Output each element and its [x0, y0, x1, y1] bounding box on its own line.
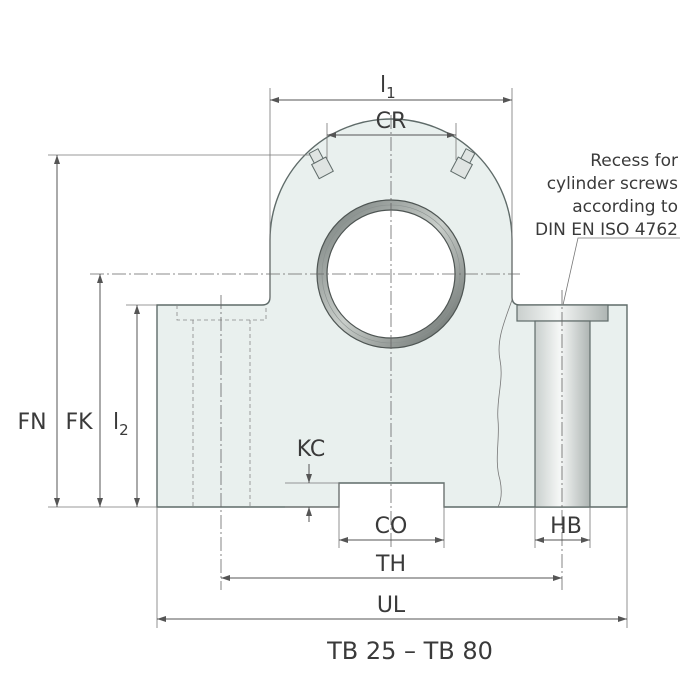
label-fn: FN — [17, 410, 46, 435]
screw-shank — [534, 320, 591, 508]
dim-fk — [97, 274, 103, 507]
dim-co — [339, 537, 444, 543]
dim-hb — [535, 537, 590, 543]
dim-cr — [327, 132, 456, 138]
label-ul: UL — [377, 593, 406, 618]
note-line-2: cylinder screws — [547, 174, 678, 194]
caption-model-range: TB 25 – TB 80 — [326, 637, 493, 665]
screw-head — [516, 304, 609, 322]
grease-nipple-right — [450, 148, 476, 180]
label-hb: HB — [550, 514, 582, 539]
label-l2: l2 — [113, 410, 129, 439]
dim-l1 — [270, 97, 512, 103]
label-cr: CR — [376, 109, 407, 134]
note-line-4: DIN EN ISO 4762 — [535, 220, 678, 240]
label-fk: FK — [65, 410, 93, 435]
dim-th — [221, 575, 562, 581]
note-line-3: according to — [572, 197, 678, 217]
label-co: CO — [375, 514, 408, 539]
left-hidden-recess — [176, 305, 267, 321]
label-kc: KC — [297, 437, 326, 462]
dim-ul — [157, 616, 627, 622]
label-th: TH — [375, 552, 406, 577]
dim-kc — [306, 464, 312, 522]
grease-nipple-left — [308, 148, 334, 180]
dim-fn — [54, 155, 60, 507]
note-line-1: Recess for — [590, 151, 678, 171]
dim-l2 — [134, 305, 140, 507]
section-break-line — [496, 299, 513, 508]
note-leader-line — [562, 237, 680, 306]
left-hidden-bore — [192, 320, 251, 507]
label-l1: l1 — [380, 73, 396, 102]
